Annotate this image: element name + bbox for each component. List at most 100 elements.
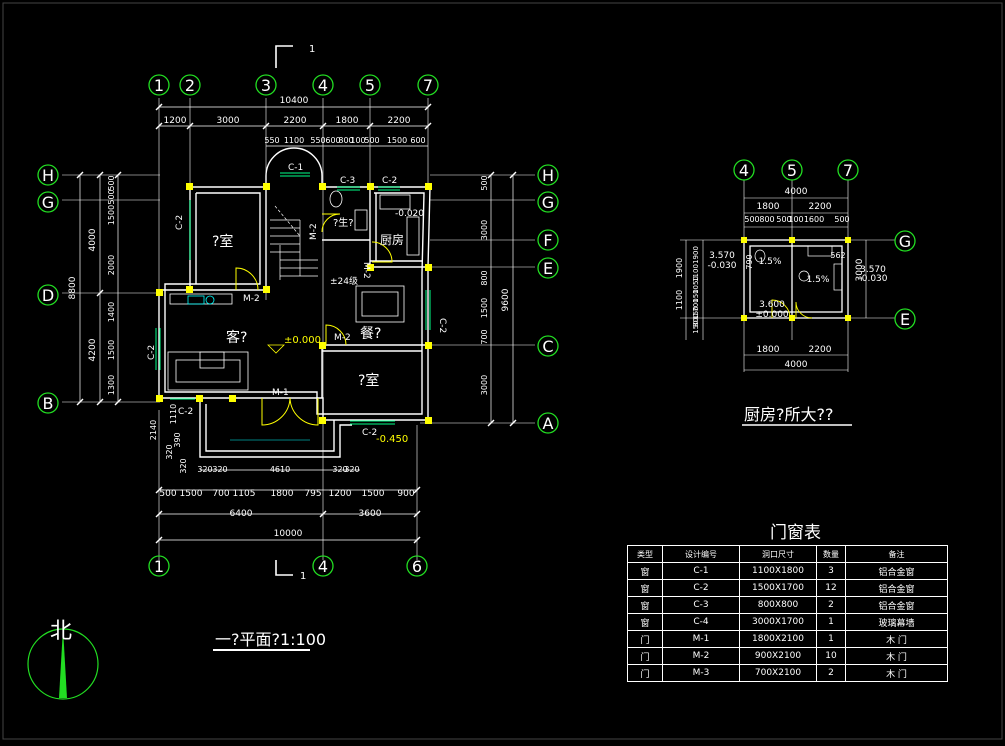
detail-dim-top-row2: 500 <box>744 215 759 224</box>
dim-bottom-row1: 900 <box>397 489 414 499</box>
detail-bubble-right-E-label: E <box>900 310 910 329</box>
dim-top-row2: 600 <box>325 136 340 145</box>
dim-left-outer: 4000 <box>88 228 98 251</box>
detail-dim-left-inner: 150 <box>692 320 700 333</box>
dim-left-inner: 500 <box>107 175 116 190</box>
table-cell: 木 门 <box>845 647 948 665</box>
grid-bubble-left-G-label: G <box>42 193 54 212</box>
door-window-table-title: 门窗表 <box>770 523 821 543</box>
detail-dim-top-total: 4000 <box>785 187 808 197</box>
grid-bubble-right-A-label: A <box>543 414 554 433</box>
dim-left-inner: 1500 <box>107 205 116 225</box>
dim-top-row2: 1100 <box>284 136 304 145</box>
grid-bubble-top-1: 1 <box>148 74 170 96</box>
dim-bottom-row0: 320 <box>197 465 212 474</box>
dim-bottom-row1: 500 <box>159 489 176 499</box>
walls <box>158 147 431 458</box>
dim-right-inner: 3000 <box>480 375 489 395</box>
dim-right-inner: 500 <box>480 175 489 190</box>
detail-bubble-top-7: 7 <box>837 159 859 181</box>
detail-level-3: 3.570 <box>860 265 886 275</box>
dim-top-row2: 500 <box>364 136 379 145</box>
detail-dim-left-inner: 800 <box>692 313 700 326</box>
table-cell: C-2 <box>662 579 740 597</box>
detail-dim-bottom-total: 4000 <box>785 360 808 370</box>
table-cell: 2 <box>816 596 846 614</box>
table-cell: 1500X1700 <box>739 579 817 597</box>
stair <box>270 205 318 280</box>
table-cell: 木 门 <box>845 630 948 648</box>
detail-dim-left-inner: 150 <box>692 306 700 319</box>
codes: C-1 C-3 C-2 C-2 C-2 M-1 M-2 M-2 <box>178 163 397 438</box>
dimension-ticks <box>76 103 517 544</box>
table-cell: 900X2100 <box>739 647 817 665</box>
grid-bubble-top-2-label: 2 <box>185 76 195 95</box>
table-cell: 3 <box>816 562 846 580</box>
detail-dim-top-row1: 2200 <box>809 202 832 212</box>
grid-bubble-right-E-label: E <box>543 259 553 278</box>
detail-bubble-top-4-label: 4 <box>739 161 749 180</box>
grid-bubble-right-E: E <box>537 257 559 279</box>
detail-dim-left-inner: 1900 <box>692 246 700 264</box>
dim-left-inner: 1400 <box>107 302 116 322</box>
detail-dim-top-row2: 500 <box>776 215 791 224</box>
detail-level-1: 3.570 <box>709 251 735 261</box>
grid-bubble-left-B: B <box>37 392 59 414</box>
accents <box>187 295 215 305</box>
table-cell: 木 门 <box>845 664 948 682</box>
table-cell: 窗 <box>627 562 663 580</box>
code-c2-v1: C-2 <box>175 215 185 230</box>
dim-top-row2: 100 <box>350 136 365 145</box>
dim-bottom-row0: 320 <box>344 465 359 474</box>
dim-bottom-row1: 795 <box>304 489 321 499</box>
dim-bottom-row0: 320 <box>212 465 227 474</box>
stair-label: ±24级 <box>330 275 358 287</box>
table-cell: 铝合金窗 <box>845 562 948 580</box>
dim-top-row1: 1200 <box>164 116 187 126</box>
dim-left-inner: 500 <box>107 189 116 204</box>
detail-dim-left-inner: 700 <box>692 298 700 311</box>
detail-doors <box>771 299 813 319</box>
dim-bottom-row0: 4610 <box>270 465 290 474</box>
columns <box>156 183 432 424</box>
grid-bubble-bottom-6-label: 6 <box>412 557 422 576</box>
grid-bubble-top-5: 5 <box>359 74 381 96</box>
dim-top-row2: 1500 <box>387 136 407 145</box>
dim-bottom-row1: 1500 <box>180 489 203 499</box>
table-cell: 门 <box>627 664 663 682</box>
room-living: 客? <box>226 329 247 346</box>
dim-side: 2140 <box>149 420 158 440</box>
dim-top-row2: 550 <box>310 136 325 145</box>
level-marks: ±0.000 -0.450 <box>284 335 408 445</box>
dim-left-inner: 1500 <box>107 340 116 360</box>
table-cell: 10 <box>816 647 846 665</box>
table-cell: M-1 <box>662 630 740 648</box>
dim-bottom-row1: 1500 <box>362 489 385 499</box>
dim-left-inner: 1300 <box>107 375 116 395</box>
level-kitchen: -0.020 <box>395 209 424 219</box>
detail-level-2: -0.030 <box>707 261 736 271</box>
dim-left-inner: 2000 <box>107 255 116 275</box>
doors <box>235 213 393 426</box>
table-header-cell: 洞口尺寸 <box>739 545 817 563</box>
detail-dim-top-row2: 500 <box>834 215 849 224</box>
north-arrow: 北 <box>27 619 99 700</box>
table-cell: 3000X1700 <box>739 613 817 631</box>
detail-level-6: ±0.000 <box>755 310 789 320</box>
grid-bubble-bottom-1-label: 1 <box>154 557 164 576</box>
detail-dim-left: 1100 <box>675 290 684 310</box>
grid-bubble-left-D-label: D <box>42 286 54 305</box>
dim-bottom-row1: 1800 <box>271 489 294 499</box>
grid-bubble-top-1-label: 1 <box>154 76 164 95</box>
grid-bubble-bottom-4-label: 4 <box>318 557 328 576</box>
dimension-lines <box>79 106 514 541</box>
table-cell: 1 <box>816 613 846 631</box>
dim-right-inner: 800 <box>480 270 489 285</box>
